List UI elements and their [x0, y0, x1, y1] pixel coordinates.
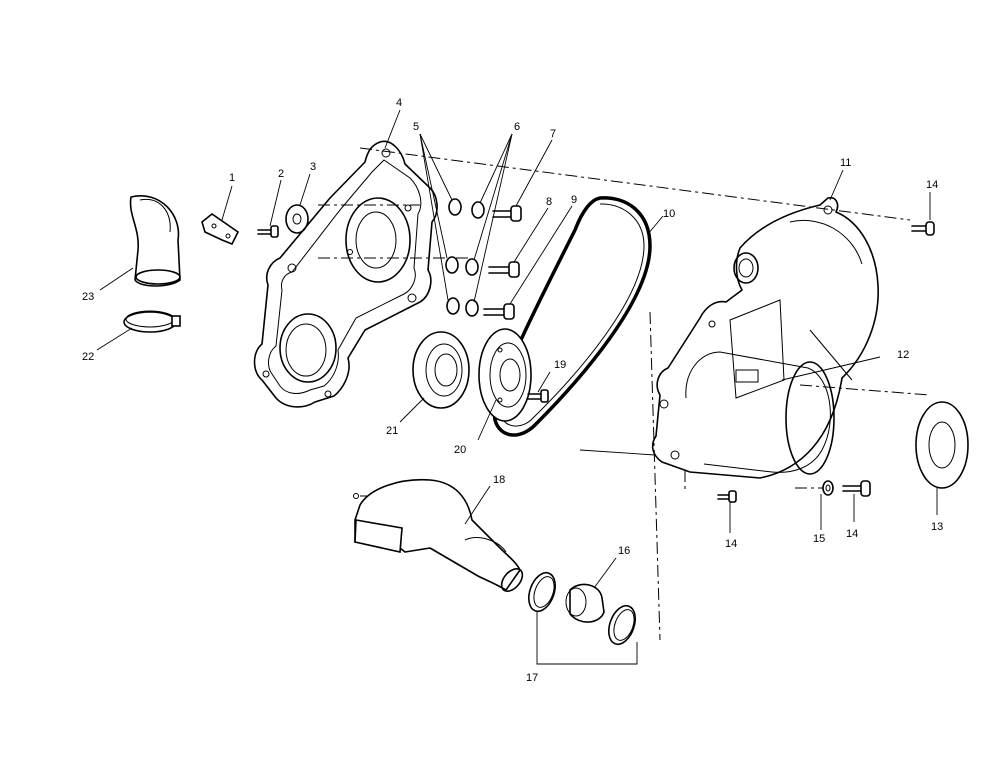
- part-washer-3: [285, 204, 309, 234]
- part-bolt-9: [483, 303, 515, 320]
- callout-13: 13: [931, 521, 943, 533]
- callout-14-right: 14: [846, 528, 858, 540]
- leader-lines: [96, 109, 938, 665]
- callout-16: 16: [618, 545, 630, 557]
- callout-1: 1: [229, 172, 235, 184]
- part-gasket: [915, 401, 969, 489]
- part-screw-14-right: [842, 480, 871, 497]
- part-bearing-plate: [478, 328, 532, 422]
- callout-22: 22: [82, 351, 94, 363]
- part-bolt-7: [492, 205, 522, 222]
- part-screw-14-top: [911, 221, 935, 236]
- part-small-screw: [257, 225, 279, 238]
- part-intake-duct: [353, 478, 524, 593]
- callout-3: 3: [310, 161, 316, 173]
- callout-6: 6: [514, 121, 520, 133]
- callout-14-mid: 14: [725, 538, 737, 550]
- callout-19: 19: [554, 359, 566, 371]
- part-washer-15: [822, 480, 834, 496]
- part-washers-5: [445, 198, 462, 315]
- callout-20: 20: [454, 444, 466, 456]
- callout-2: 2: [278, 168, 284, 180]
- part-screw-19: [527, 389, 549, 403]
- part-hose-clamp: [123, 310, 181, 333]
- part-duct-elbow: [129, 195, 181, 287]
- callout-9: 9: [571, 194, 577, 206]
- part-screw-14-mid: [717, 490, 737, 503]
- alignment-lines: [318, 147, 931, 641]
- callout-4: 4: [396, 97, 402, 109]
- callout-11: 11: [840, 157, 851, 169]
- part-coupler: [565, 583, 605, 623]
- callout-17: 17: [526, 672, 538, 684]
- callout-12: 12: [897, 349, 909, 361]
- part-outer-cover: [651, 196, 879, 479]
- callout-10: 10: [663, 208, 675, 220]
- part-drive-belt: [492, 196, 652, 437]
- callout-5: 5: [413, 121, 419, 133]
- part-bolt-8: [488, 261, 520, 278]
- callout-15: 15: [813, 533, 825, 545]
- callout-18: 18: [493, 474, 505, 486]
- part-seal: [412, 331, 470, 409]
- callout-14-top: 14: [926, 179, 938, 191]
- part-bracket: [201, 213, 240, 246]
- callout-8: 8: [546, 196, 552, 208]
- part-lock-washers-6: [465, 201, 485, 317]
- callout-labels: 1 2 3 4 5 6 7 8 9 10 11 12 13 14 14 14 1…: [82, 97, 943, 684]
- callout-21: 21: [386, 425, 398, 437]
- callout-7: 7: [550, 128, 556, 140]
- part-clamps: [528, 571, 636, 646]
- callout-23: 23: [82, 291, 94, 303]
- part-inner-cover: [253, 140, 438, 408]
